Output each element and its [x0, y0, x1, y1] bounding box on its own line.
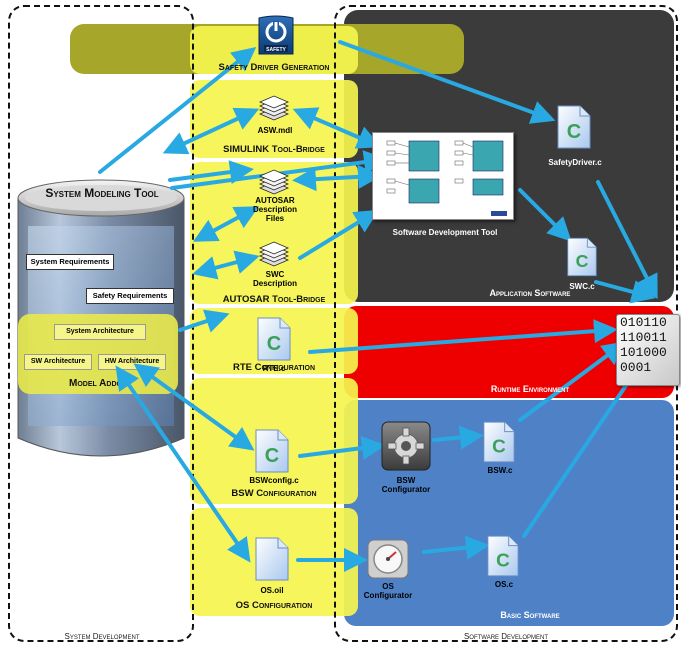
- autosar-description-line3: Files: [265, 214, 285, 223]
- os-configurator-line1: OS: [382, 582, 394, 591]
- swc-description-label: SWC Description: [236, 270, 314, 288]
- svg-text:C: C: [567, 121, 581, 143]
- application-software-label: Application Software: [489, 288, 571, 298]
- svg-text:C: C: [496, 550, 510, 571]
- os-oil-label: OS.oil: [260, 586, 284, 595]
- os-configurator-line2: Configurator: [363, 591, 413, 600]
- autosar-bridge-label: AUTOSAR Tool-Bridge: [222, 294, 326, 305]
- binary-line: 101000: [620, 345, 667, 360]
- bsw-configuration-label: BSW Configuration: [231, 488, 317, 499]
- asw-mdl-label: ASW.mdl: [257, 126, 293, 135]
- os-configurator-label: OS Configurator: [352, 582, 424, 600]
- swc-c-label: SWC.c: [569, 282, 595, 291]
- os-c-label: OS.c: [494, 580, 514, 589]
- simulink-bridge-label: SIMULINK Tool-Bridge: [223, 144, 325, 155]
- bsw-c-file-icon: C: [483, 421, 515, 463]
- safety-badge-text: SAFETY: [266, 47, 286, 53]
- asw-mdl-stack-icon: [258, 95, 290, 121]
- svg-text:C: C: [267, 333, 281, 355]
- autosar-description-line1: AUTOSAR: [255, 196, 295, 205]
- sw-architecture-box: SW Architecture: [24, 354, 92, 370]
- basic-software-label: Basic Software: [500, 610, 560, 620]
- software-development-tool-label: Software Development Tool: [392, 228, 498, 237]
- rte-configuration-label: RTE Configuration: [232, 362, 316, 373]
- model-addon-label: Model Addon: [68, 378, 127, 389]
- bsw-configurator-line1: BSW: [396, 476, 416, 485]
- swc-description-line2: Description: [252, 279, 297, 288]
- safety-driver-generation-label: Safety Driver Generation: [218, 62, 330, 73]
- system-architecture-box: System Architecture: [54, 324, 146, 340]
- bsw-configurator-gear-icon: [381, 421, 431, 471]
- runtime-environment-label: Runtime Environment: [490, 384, 570, 394]
- sdt-block-diagram: [386, 140, 507, 216]
- rte-c-file-icon: C: [257, 317, 291, 361]
- swc-description-line1: SWC: [265, 270, 285, 279]
- system-development-label: System Development: [64, 632, 140, 641]
- software-development-label: Software Development: [463, 632, 549, 641]
- svg-text:C: C: [265, 445, 279, 467]
- os-configuration-label: OS Configuration: [235, 600, 313, 611]
- bsw-c-label: BSW.c: [487, 466, 513, 475]
- bswconfig-c-label: BSWconfig.c: [249, 476, 299, 485]
- system-requirements-box: System Requirements: [26, 254, 114, 270]
- autosar-description-label: AUTOSAR Description Files: [236, 196, 314, 223]
- software-development-tool-window: [372, 132, 514, 220]
- swc-description-stack-icon: [258, 241, 290, 267]
- system-development-region: [8, 5, 194, 642]
- safety-requirements-box: Safety Requirements: [86, 288, 174, 304]
- autosar-description-line2: Description: [252, 205, 297, 214]
- autosar-description-stack-icon: [258, 169, 290, 195]
- binary-output-file: 010110 110011 101000 0001: [616, 314, 680, 386]
- system-modeling-tool-title: System Modeling Tool: [45, 186, 159, 200]
- bsw-configurator-line2: Configurator: [381, 485, 431, 494]
- binary-line: 010110: [620, 315, 667, 330]
- os-oil-file-icon: [255, 537, 289, 581]
- safetydriver-c-file-icon: C: [557, 105, 591, 149]
- bsw-configurator-label: BSW Configurator: [370, 476, 442, 494]
- bswconfig-c-file-icon: C: [255, 429, 289, 473]
- os-configurator-gauge-icon: [367, 539, 409, 579]
- binary-line: 0001: [620, 360, 652, 375]
- os-c-file-icon: C: [487, 535, 519, 577]
- safetydriver-c-label: SafetyDriver.c: [548, 158, 602, 167]
- svg-text:C: C: [576, 251, 589, 271]
- svg-text:C: C: [492, 436, 506, 457]
- binary-line: 110011: [620, 330, 667, 345]
- swc-c-file-icon: C: [567, 237, 597, 277]
- safety-icon: SAFETY: [258, 15, 294, 55]
- rte-c-label: RTE.c: [262, 364, 286, 373]
